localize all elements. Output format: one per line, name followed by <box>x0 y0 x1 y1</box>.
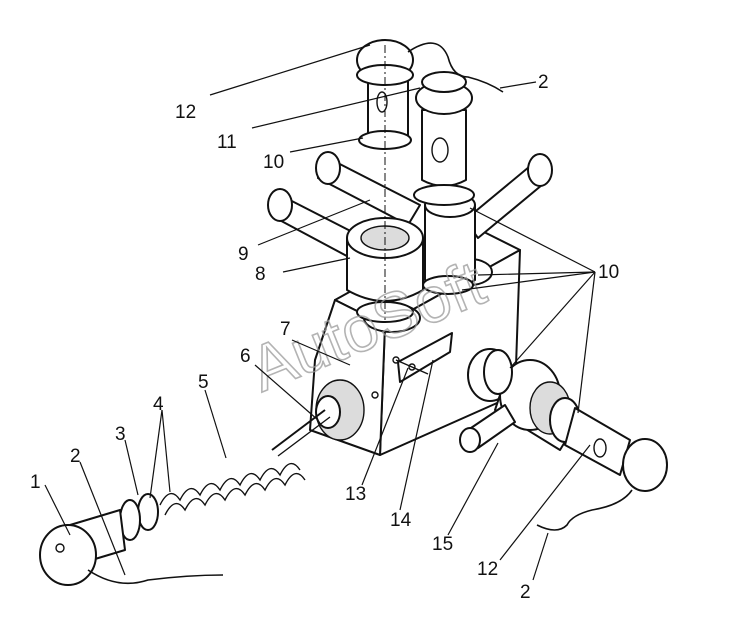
sealing-ring-right-lower <box>422 275 474 295</box>
callout-2-bottom: 2 <box>520 582 531 603</box>
callout-2-top: 2 <box>538 72 549 93</box>
callout-10-top: 10 <box>263 152 284 173</box>
callout-3: 3 <box>115 424 126 445</box>
callout-2-left: 2 <box>70 446 81 467</box>
callout-5: 5 <box>198 372 209 393</box>
banjo-bolt-side <box>564 407 668 492</box>
callout-13: 13 <box>345 484 366 505</box>
leader-lines <box>44 44 596 581</box>
callout-9: 9 <box>238 244 249 265</box>
plunger-rod <box>271 409 331 457</box>
lock-wire-top <box>407 42 504 93</box>
end-cap <box>39 509 126 586</box>
plate-screw <box>392 356 429 375</box>
callout-10-right: 10 <box>598 262 619 283</box>
callout-11: 11 <box>217 132 237 153</box>
lock-wire-right <box>536 489 633 531</box>
name-plate <box>397 332 453 383</box>
callout-14: 14 <box>390 510 412 531</box>
banjo-bolt-right <box>415 71 473 187</box>
callout-12-top: 12 <box>175 102 196 123</box>
rear-pipe <box>315 151 421 226</box>
lock-wire-left <box>87 569 224 585</box>
spring-washer <box>137 493 159 531</box>
sealing-ring-elbow <box>483 349 513 395</box>
banjo-bolt-left <box>356 39 414 147</box>
callout-12-bottom: 12 <box>477 559 498 580</box>
right-pipe <box>464 153 553 239</box>
callout-8: 8 <box>255 264 266 285</box>
callout-1: 1 <box>30 472 41 493</box>
callout-15: 15 <box>432 534 453 555</box>
callout-6: 6 <box>240 346 251 367</box>
sealing-ring-right-tube <box>413 184 475 206</box>
coil-spring <box>159 462 306 516</box>
callout-4: 4 <box>153 394 164 415</box>
callouts: 1 2 3 4 5 6 7 8 9 10 10 11 12 2 13 14 15… <box>30 72 619 603</box>
callout-7: 7 <box>280 319 291 340</box>
